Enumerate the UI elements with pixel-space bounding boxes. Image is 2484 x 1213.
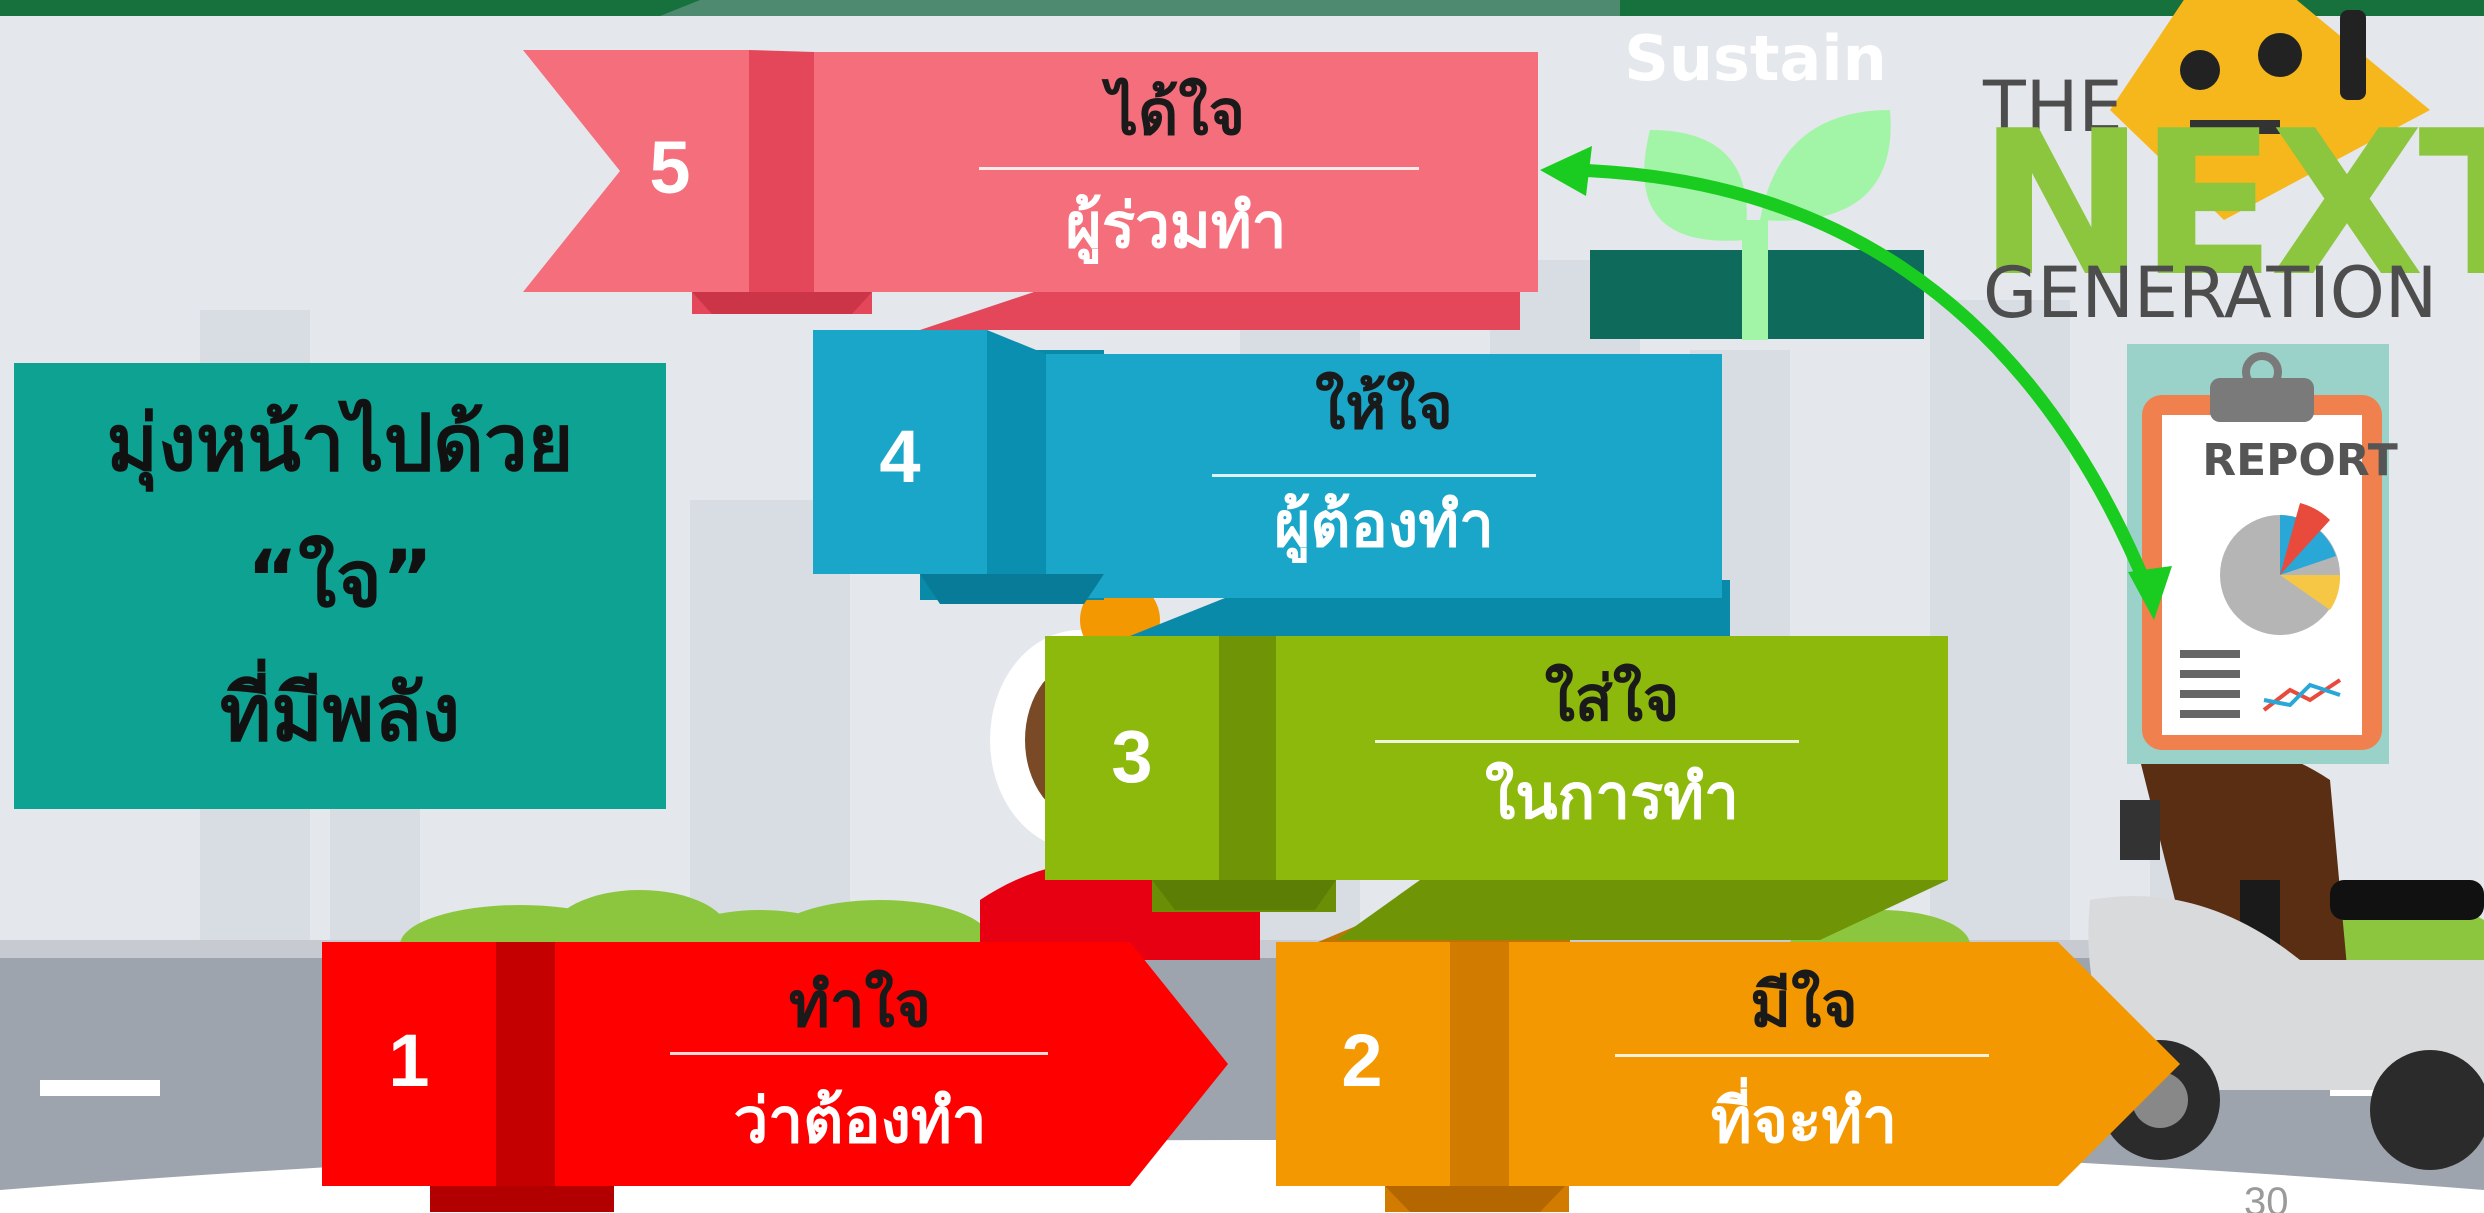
heading-line-3: ที่มีพลัง [219, 669, 461, 759]
step-1-ribbon [322, 942, 1228, 1212]
step-1-subtitle: ว่าต้องทำ [733, 1084, 987, 1157]
scooter-illustration [2088, 744, 2484, 1170]
step-5-number: 5 [649, 126, 691, 209]
heading-box: มุ่งหน้าไปด้วย “ใจ” ที่มีพลัง [14, 363, 666, 809]
step-1-title: ทำใจ [788, 968, 932, 1041]
next-generation-the: THE [1983, 66, 2123, 148]
heading-line-2: “ใจ” [246, 535, 434, 625]
page-number: 30 [2244, 1180, 2289, 1213]
step-5-title: ได้ใจ [1106, 76, 1246, 149]
step-2-title: มีใจ [1750, 968, 1858, 1041]
top-bar-accent [660, 0, 1620, 16]
cycle-arrow [1540, 146, 2172, 620]
report-clipboard-icon [2127, 344, 2389, 764]
next-generation-generation: GENERATION [1983, 252, 2438, 334]
step-2-subtitle: ที่จะทำ [1710, 1084, 1898, 1157]
traffic-sign-icon [2110, 0, 2430, 220]
heading-line-1: มุ่งหน้าไปด้วย [106, 399, 574, 489]
step-1-number: 1 [388, 1019, 430, 1102]
sustain-logo-text: Sustain [1624, 22, 1887, 95]
report-label: REPORT [2202, 435, 2398, 486]
step-3-number: 3 [1111, 715, 1153, 798]
step-2-ribbon [1276, 878, 2180, 1212]
sustain-leaf-icon [1590, 110, 1924, 340]
step-4-title: ให้ใจ [1315, 370, 1453, 443]
step-3-subtitle: ในการทำ [1485, 760, 1739, 833]
next-generation-next: NEXT [1978, 88, 2484, 321]
step-2-number: 2 [1341, 1019, 1383, 1102]
step-5-subtitle: ผู้ร่วมทำ [1065, 189, 1287, 262]
step-5-ribbon [523, 50, 1538, 314]
step-4-number: 4 [879, 415, 921, 498]
divider-lines [670, 167, 1989, 1057]
step-4-subtitle: ผู้ต้องทำ [1274, 488, 1494, 561]
step-3-title: ใส่ใจ [1544, 662, 1680, 735]
